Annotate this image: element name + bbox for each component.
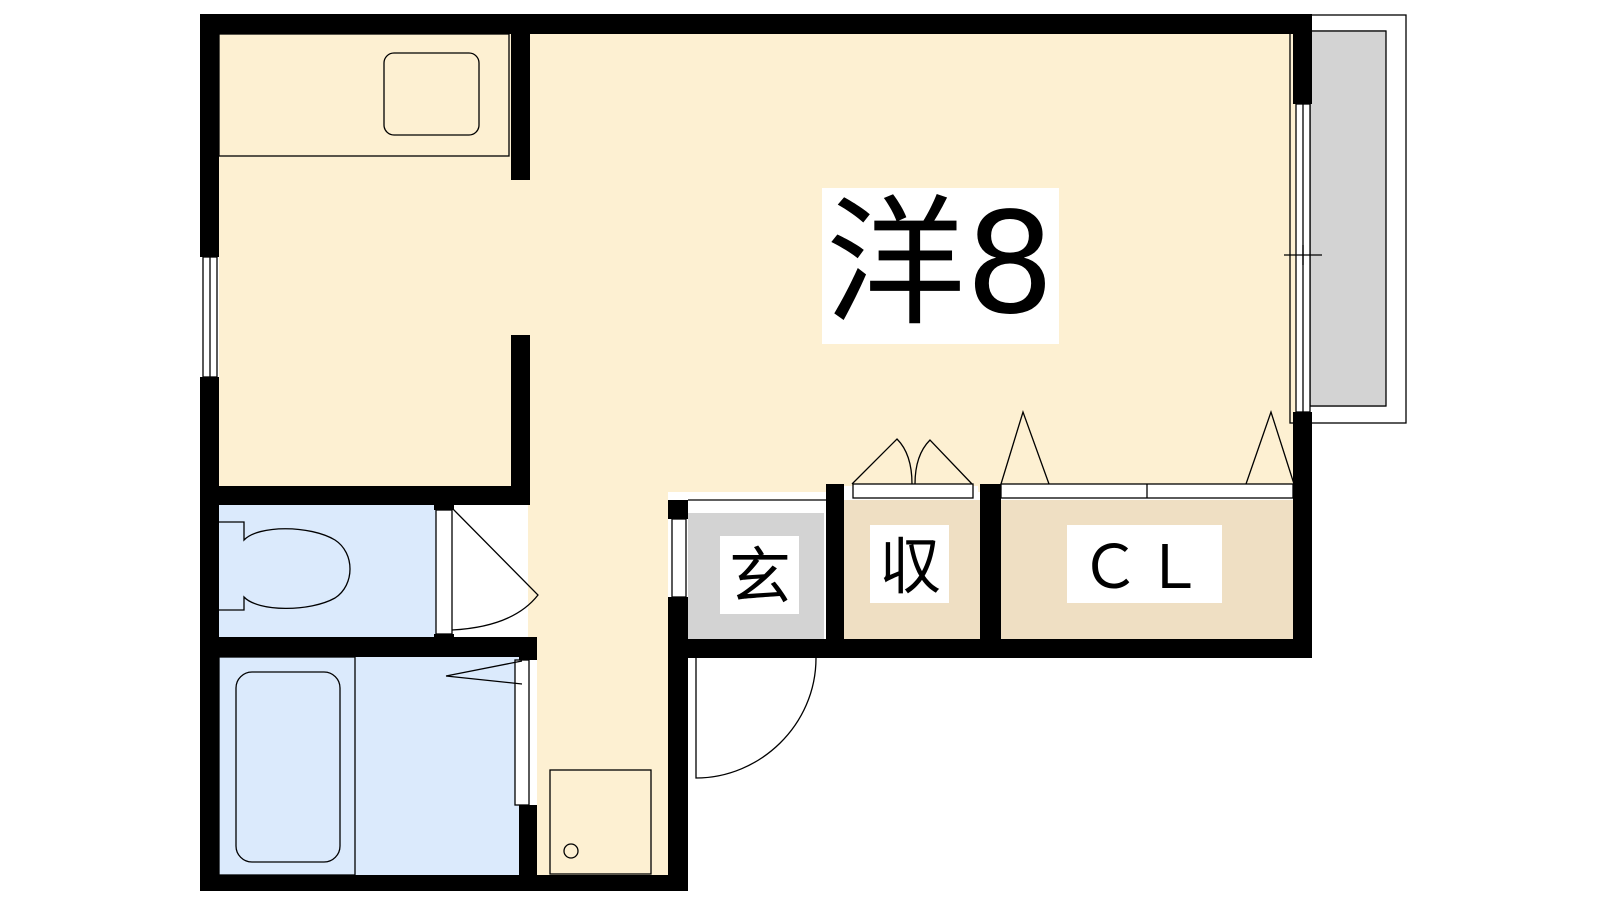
- toilet-door-frame: [435, 509, 453, 635]
- wall-top: [200, 14, 1312, 34]
- storage-door: [851, 438, 973, 485]
- toilet-floor: [219, 505, 438, 637]
- openings: [202, 103, 1322, 806]
- toilet-bowl: [219, 521, 351, 611]
- bathtub-inner: [235, 671, 341, 863]
- wall-left-upper: [200, 14, 219, 257]
- toilet-door-swing: [451, 507, 539, 631]
- closet-label: ＣＬ: [1080, 533, 1208, 603]
- walls: [200, 14, 1312, 891]
- wall-bath-right: [519, 805, 537, 891]
- closet-door: [1000, 409, 1295, 485]
- wall-storage-right: [980, 484, 1001, 658]
- wall-bottom: [200, 875, 688, 891]
- wall-entrance-left: [668, 597, 688, 891]
- balcony-rail: [1289, 14, 1407, 424]
- wall-storage-left: [826, 484, 844, 658]
- wall-right-upper: [1293, 14, 1312, 104]
- wall-right-lower: [1293, 412, 1312, 658]
- storage-label: 収: [879, 530, 941, 603]
- bath-floor: [219, 657, 519, 875]
- wall-kitchen-lower: [511, 335, 530, 505]
- room-labels: 洋8 玄 収 ＣＬ: [720, 183, 1222, 614]
- western-room-label: 洋8: [825, 183, 1054, 346]
- washer-drain: [563, 843, 579, 859]
- wall-left-lower: [200, 377, 219, 891]
- entrance-door-swing: [695, 657, 817, 779]
- balcony-floor: [1310, 30, 1386, 407]
- bath-door-leaf: [445, 660, 523, 685]
- wall-toilet-bottom: [219, 637, 530, 657]
- floor-fills: [219, 30, 1386, 878]
- wall-kitchen-upper: [511, 30, 530, 180]
- washer-pan: [549, 769, 652, 875]
- wall-toilet-top: [219, 486, 530, 505]
- kitchen-sink: [383, 52, 480, 136]
- entrance-window: [671, 518, 687, 598]
- entrance-label: 玄: [729, 540, 791, 613]
- bath-door-frame: [514, 659, 530, 806]
